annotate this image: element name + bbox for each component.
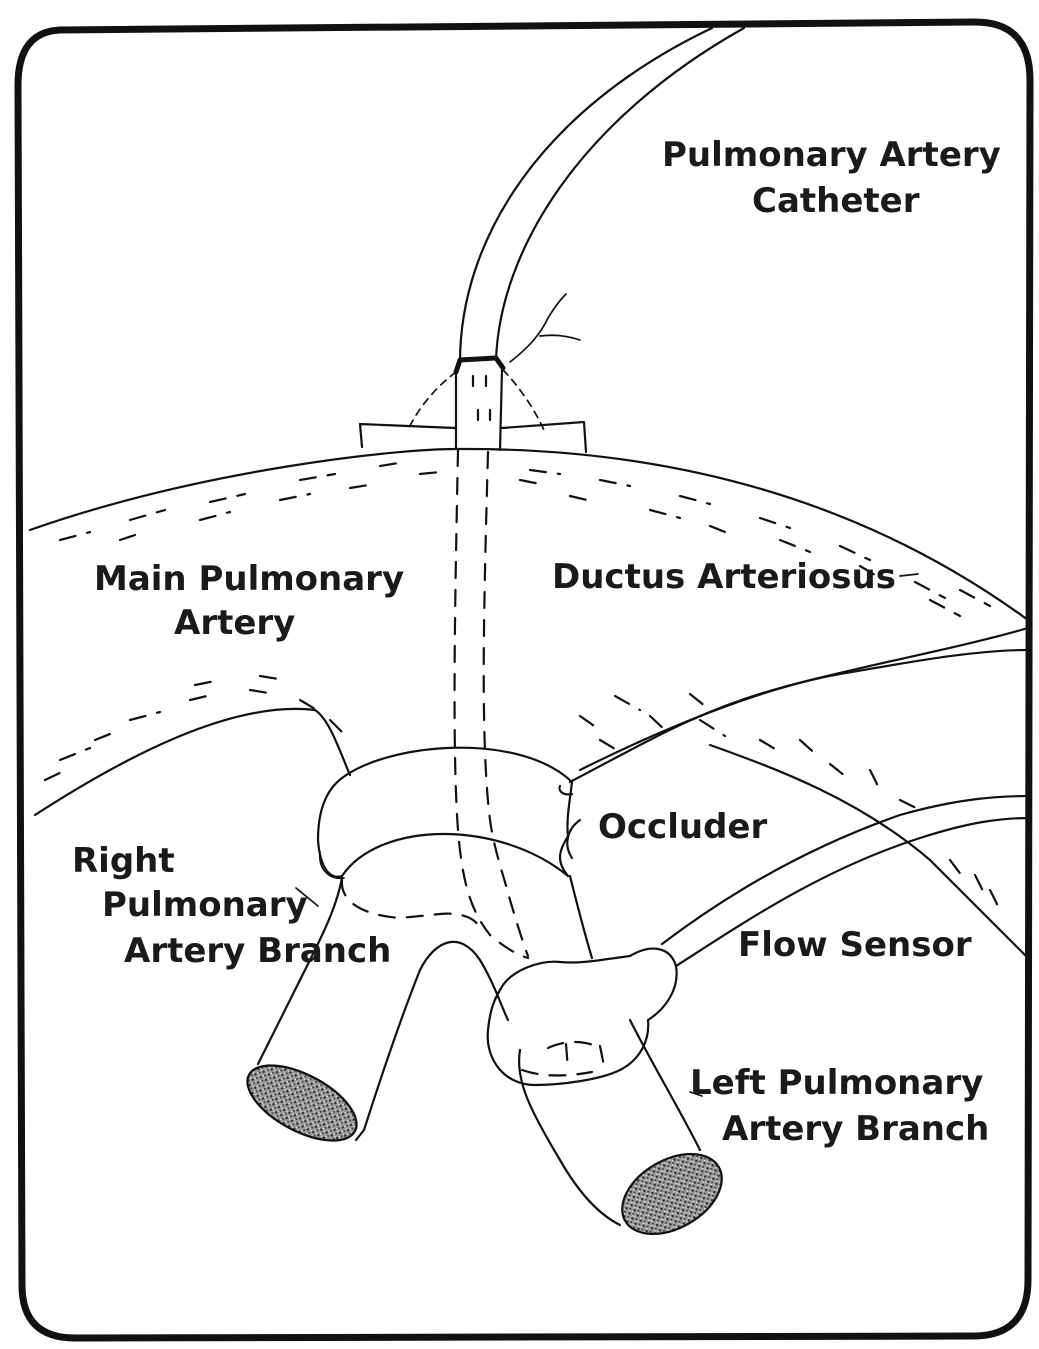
label-right-pulmonary-artery-branch: Right Pulmonary Artery Branch xyxy=(72,841,391,971)
label-left-pulmonary-artery-branch-line2: Artery Branch xyxy=(722,1109,989,1149)
label-main-pulmonary-artery: Main Pulmonary Artery xyxy=(94,559,416,643)
label-left-pulmonary-artery-branch: Left Pulmonary Artery Branch xyxy=(690,1063,995,1149)
right-branch-stump xyxy=(236,980,368,1156)
label-pulmonary-artery-catheter-line1: Pulmonary Artery xyxy=(662,135,1001,175)
ductus-arteriosus-vessel xyxy=(570,628,1030,960)
catheter-internal-path xyxy=(455,450,528,958)
label-pulmonary-artery-catheter-line2: Catheter xyxy=(752,181,920,221)
catheter-tube xyxy=(460,28,744,362)
label-pulmonary-artery-catheter: Pulmonary Artery Catheter xyxy=(662,135,1013,221)
label-ductus-arteriosus: Ductus Arteriosus xyxy=(552,557,896,597)
occluder-cuff xyxy=(318,748,580,930)
left-branch-lumen xyxy=(608,1138,736,1251)
label-right-pulmonary-artery-branch-line2: Pulmonary xyxy=(102,885,308,925)
left-branch xyxy=(519,1020,736,1250)
label-occluder: Occluder xyxy=(598,807,767,847)
flow-sensor xyxy=(488,949,677,1085)
label-left-pulmonary-artery-branch-line1: Left Pulmonary xyxy=(690,1063,983,1103)
label-main-pulmonary-artery-line2: Artery xyxy=(174,603,295,643)
label-right-pulmonary-artery-branch-line3: Artery Branch xyxy=(124,931,391,971)
label-right-pulmonary-artery-branch-line1: Right xyxy=(72,841,175,881)
right-branch-lumen xyxy=(236,1050,368,1156)
label-main-pulmonary-artery-line1: Main Pulmonary xyxy=(94,559,404,599)
label-flow-sensor: Flow Sensor xyxy=(738,925,972,965)
catheter-insertion-site xyxy=(360,358,586,452)
